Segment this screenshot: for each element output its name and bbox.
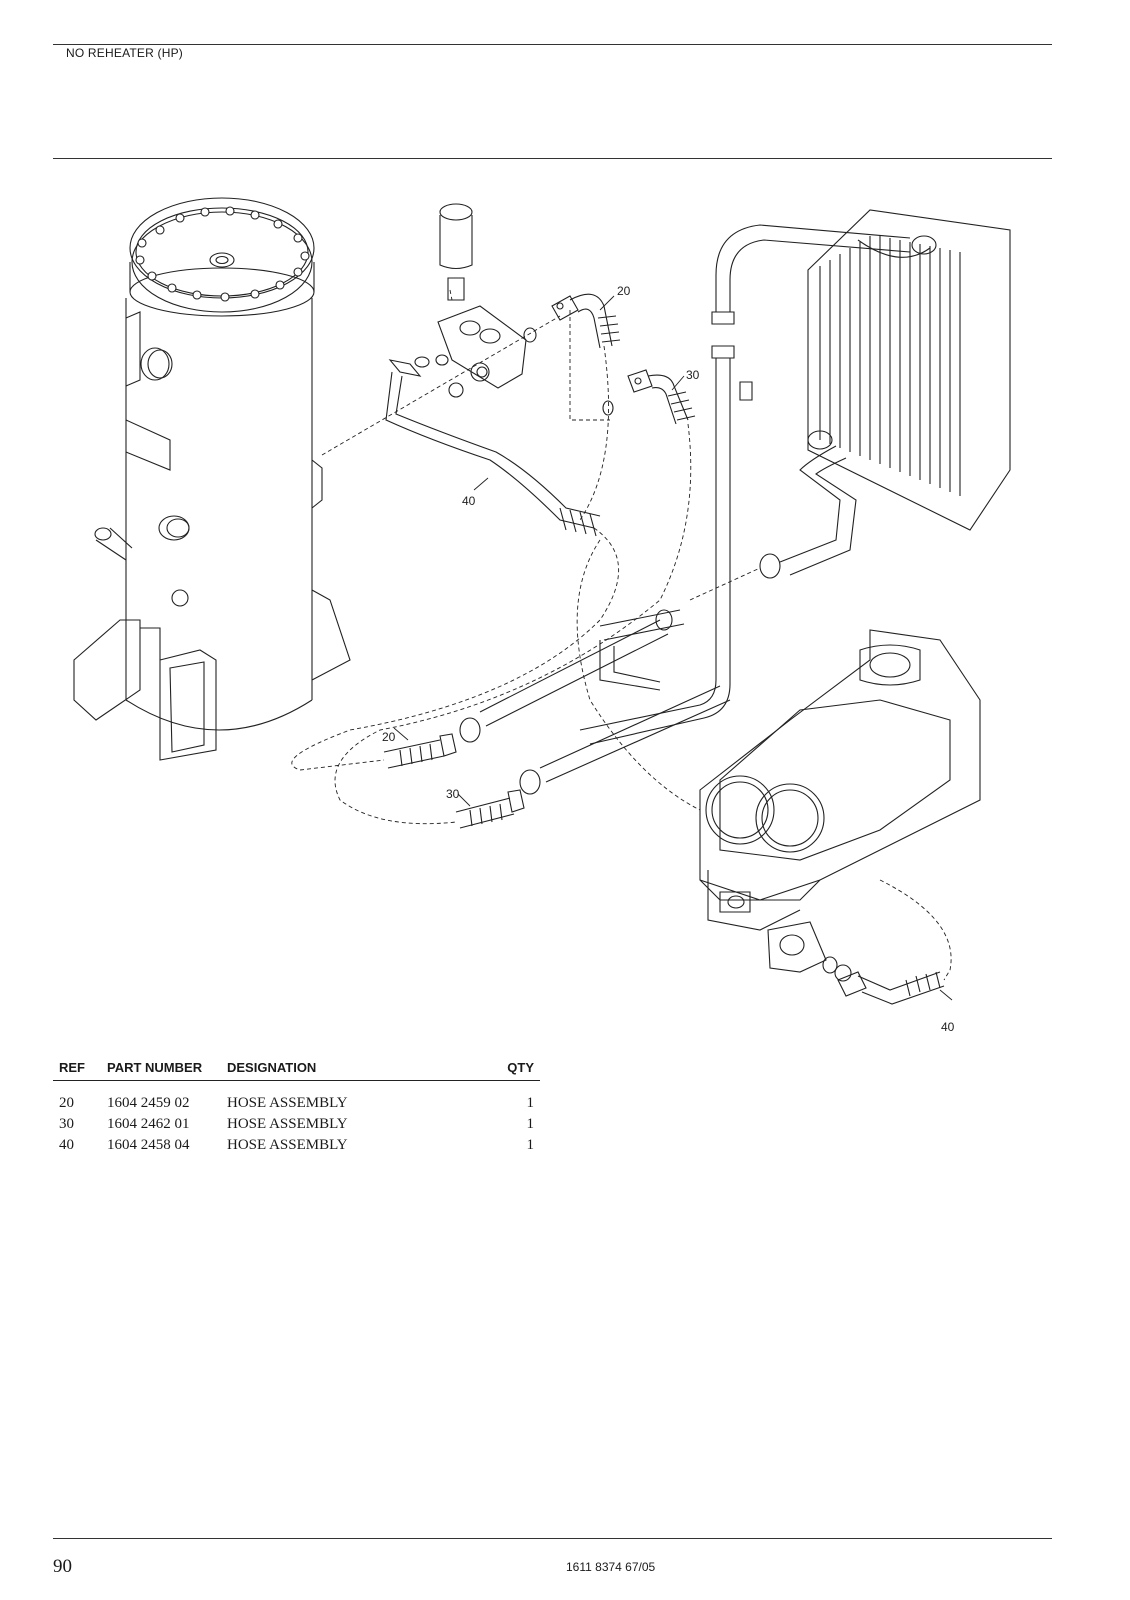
page-number: 90 [53, 1556, 72, 1577]
hose-30-lower [455, 789, 525, 829]
row-designation: HOSE ASSEMBLY [227, 1116, 348, 1132]
row-designation: HOSE ASSEMBLY [227, 1095, 348, 1111]
header-top-rule [53, 44, 1052, 45]
oil-cooler [807, 209, 1011, 531]
row-designation: HOSE ASSEMBLY [227, 1137, 348, 1153]
callout-30-upper: 30 [686, 368, 700, 382]
parts-table-header: REF PART NUMBER DESIGNATION QTY [53, 1057, 540, 1081]
callout-20-upper: 20 [617, 284, 631, 298]
callout-20-lower: 20 [382, 730, 396, 744]
exploded-parts-drawing: 20 30 40 20 30 40 [73, 197, 1011, 1034]
row-part-number: 1604 2459 02 [107, 1095, 190, 1111]
row-part-number: 1604 2462 01 [107, 1116, 190, 1132]
header-designation: DESIGNATION [221, 1057, 468, 1081]
parts-table: REF PART NUMBER DESIGNATION QTY 20 1604 … [53, 1057, 540, 1156]
header-part-number: PART NUMBER [101, 1057, 221, 1081]
page-title: NO REHEATER (HP) [66, 46, 183, 60]
hose-40-lower [837, 971, 945, 1005]
table-row: 40 1604 2458 04 HOSE ASSEMBLY 1 [53, 1135, 540, 1156]
row-ref: 40 [59, 1137, 74, 1153]
hose-30-upper [627, 369, 696, 425]
table-row: 20 1604 2459 02 HOSE ASSEMBLY 1 [53, 1081, 540, 1115]
oil-separator-vessel [73, 197, 351, 761]
row-part-number: 1604 2458 04 [107, 1137, 190, 1153]
footer-rule [53, 1538, 1052, 1539]
document-number: 1611 8374 67/05 [566, 1560, 656, 1574]
row-qty: 1 [526, 1137, 535, 1153]
table-row: 30 1604 2462 01 HOSE ASSEMBLY 1 [53, 1114, 540, 1135]
row-ref: 30 [59, 1116, 74, 1132]
routing-dashed-lines [291, 289, 952, 981]
hose-20-upper [551, 293, 621, 349]
hose-20-lower [383, 733, 457, 769]
hose-40-upper [385, 359, 601, 537]
callout-30-lower: 30 [446, 787, 460, 801]
compressor-element [699, 629, 981, 982]
header-qty: QTY [467, 1057, 540, 1081]
callout-40-lower: 40 [941, 1020, 955, 1034]
header-bottom-rule [53, 158, 1052, 159]
row-ref: 20 [59, 1095, 74, 1111]
oil-filter-and-block [414, 203, 614, 416]
header-ref: REF [53, 1057, 101, 1081]
callout-40-upper: 40 [462, 494, 476, 508]
row-qty: 1 [526, 1095, 535, 1111]
row-qty: 1 [526, 1116, 535, 1132]
cooler-pipes [459, 224, 911, 795]
